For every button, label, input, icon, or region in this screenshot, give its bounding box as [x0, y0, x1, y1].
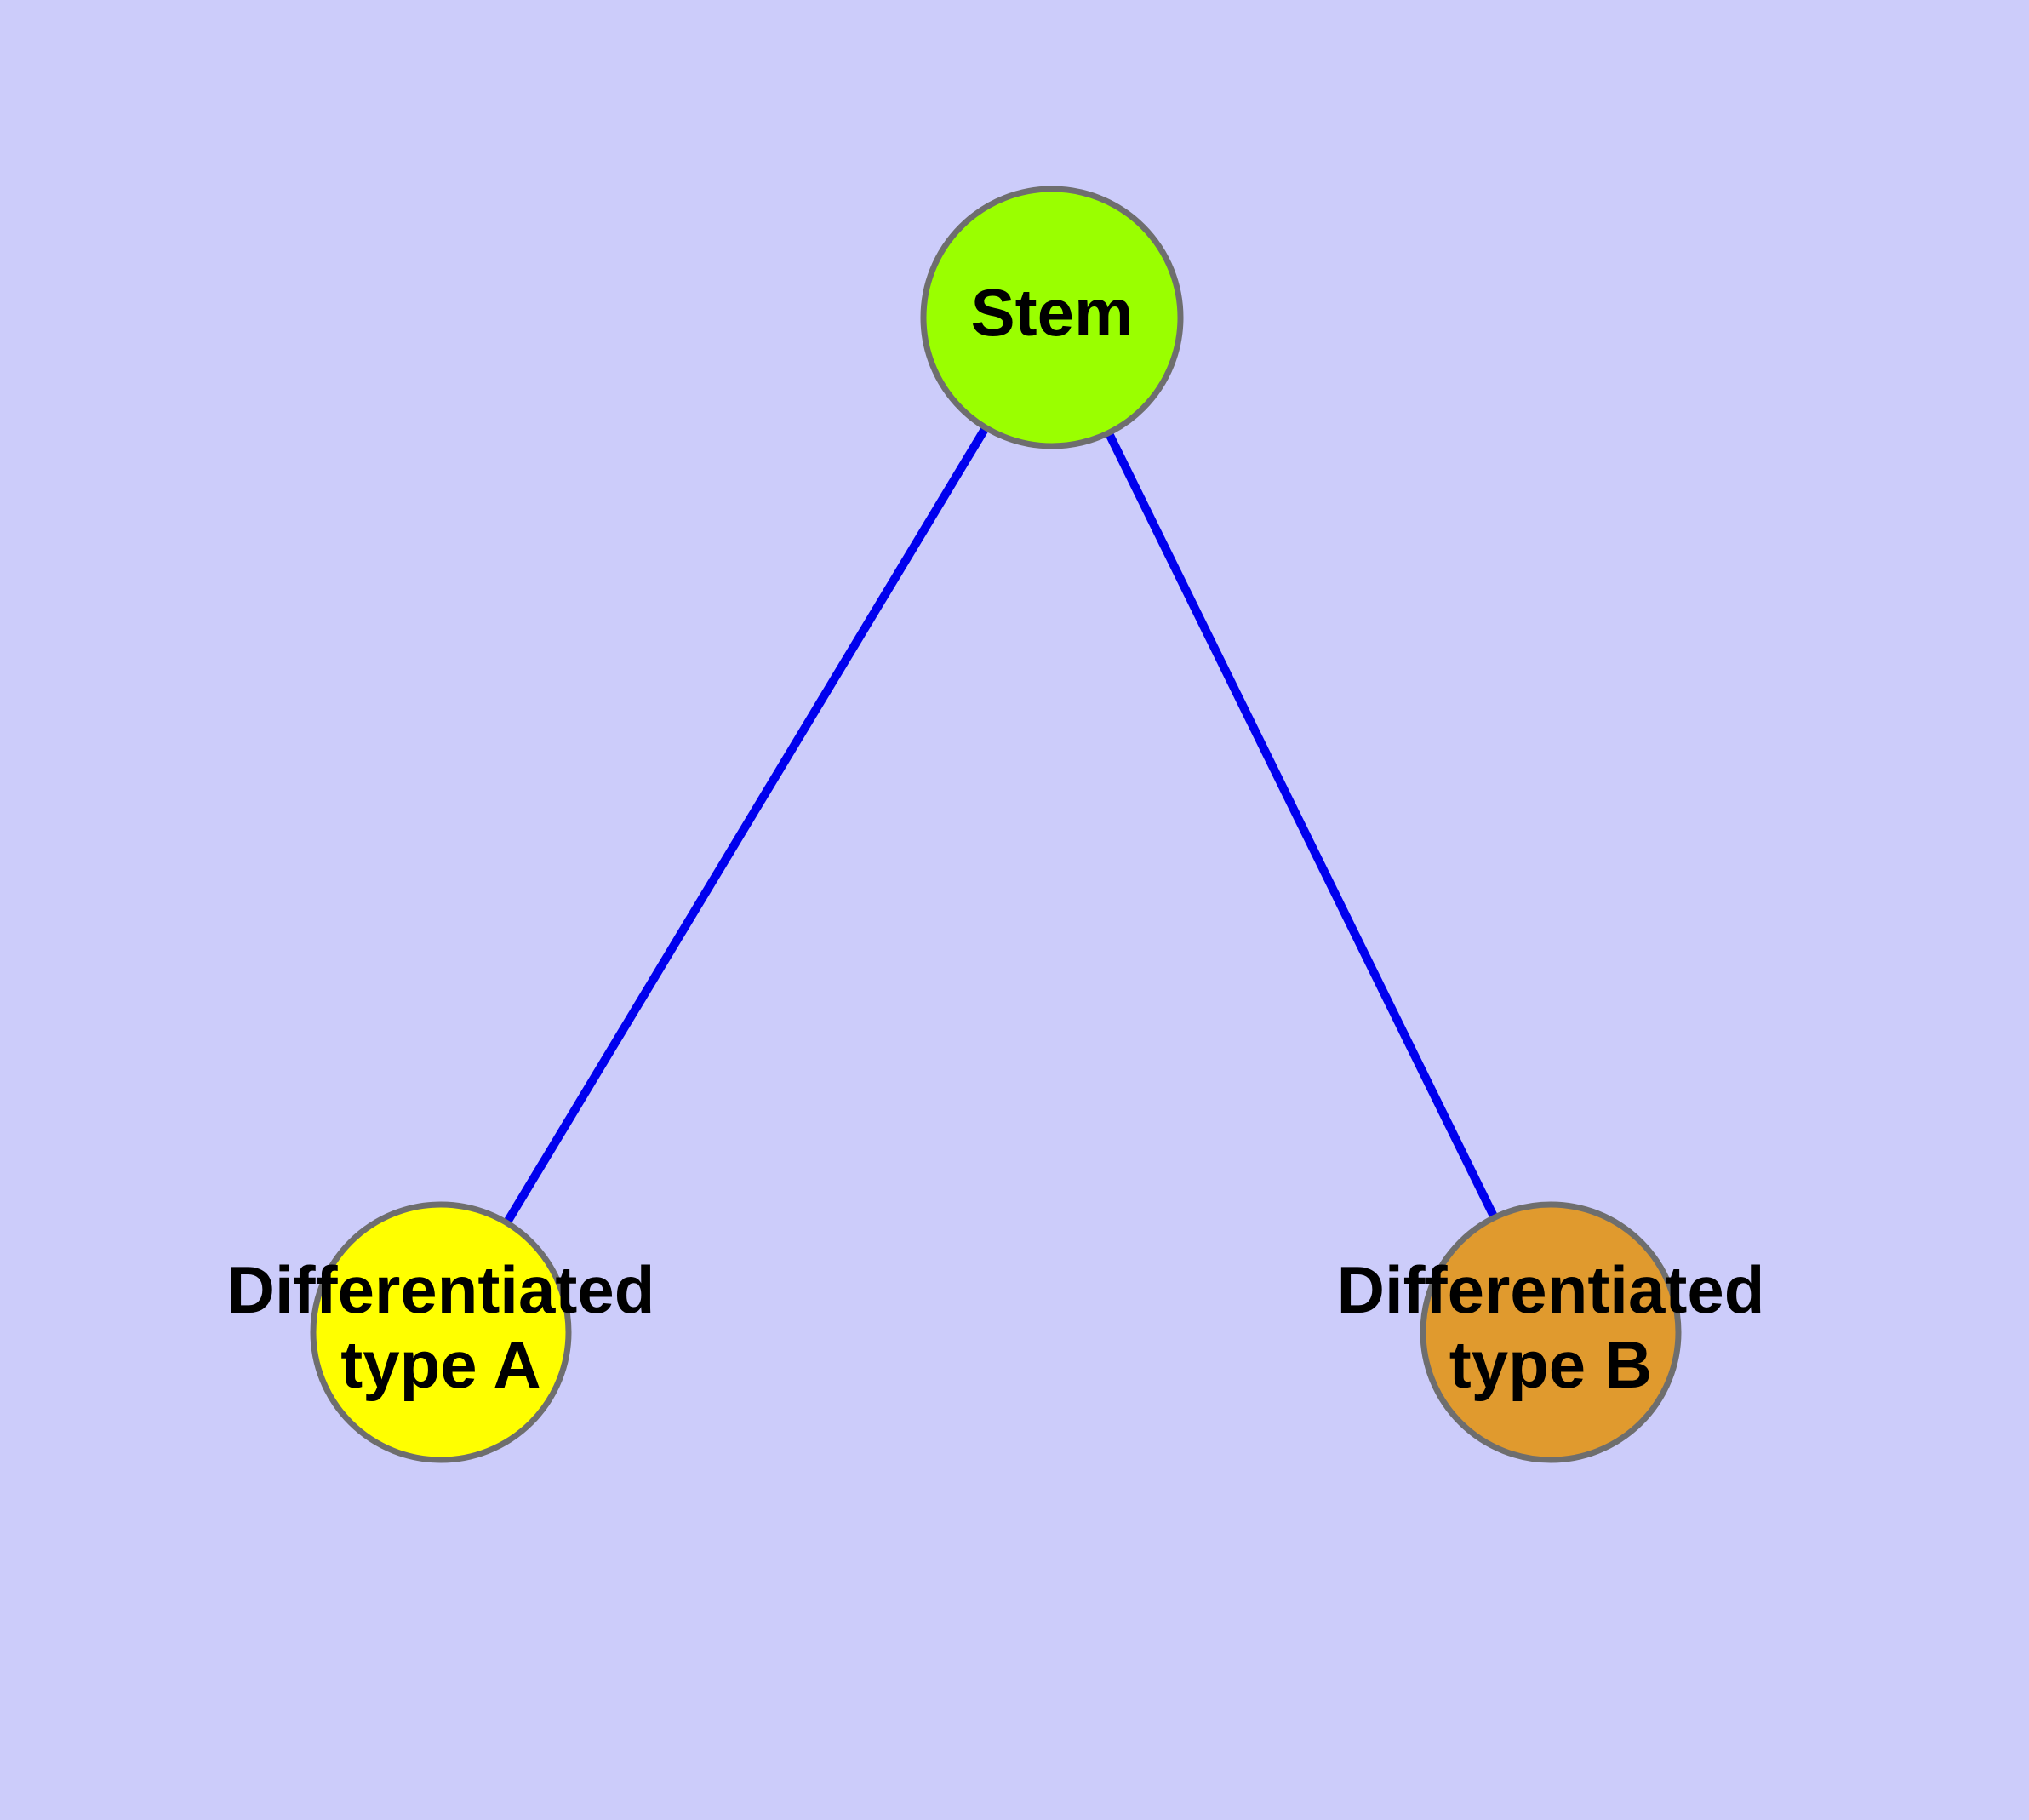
node-stem[interactable]: [920, 186, 1184, 449]
node-diff_b[interactable]: [1420, 1201, 1682, 1463]
node-diff_a[interactable]: [310, 1201, 572, 1463]
nodes-layer: [310, 186, 1682, 1463]
node-label-line: Differentiated: [227, 1252, 655, 1327]
node-label-line: type B: [1449, 1327, 1652, 1402]
node-label-line: type A: [340, 1327, 541, 1402]
node-label-stem: Stem: [971, 275, 1134, 350]
node-label-line: Differentiated: [1337, 1252, 1765, 1327]
edges-layer: [437, 315, 1555, 1335]
node-label-line: Stem: [971, 275, 1134, 350]
edge-stem-diff-b[interactable]: [1048, 315, 1555, 1335]
edge-stem-diff-a[interactable]: [437, 315, 1056, 1335]
